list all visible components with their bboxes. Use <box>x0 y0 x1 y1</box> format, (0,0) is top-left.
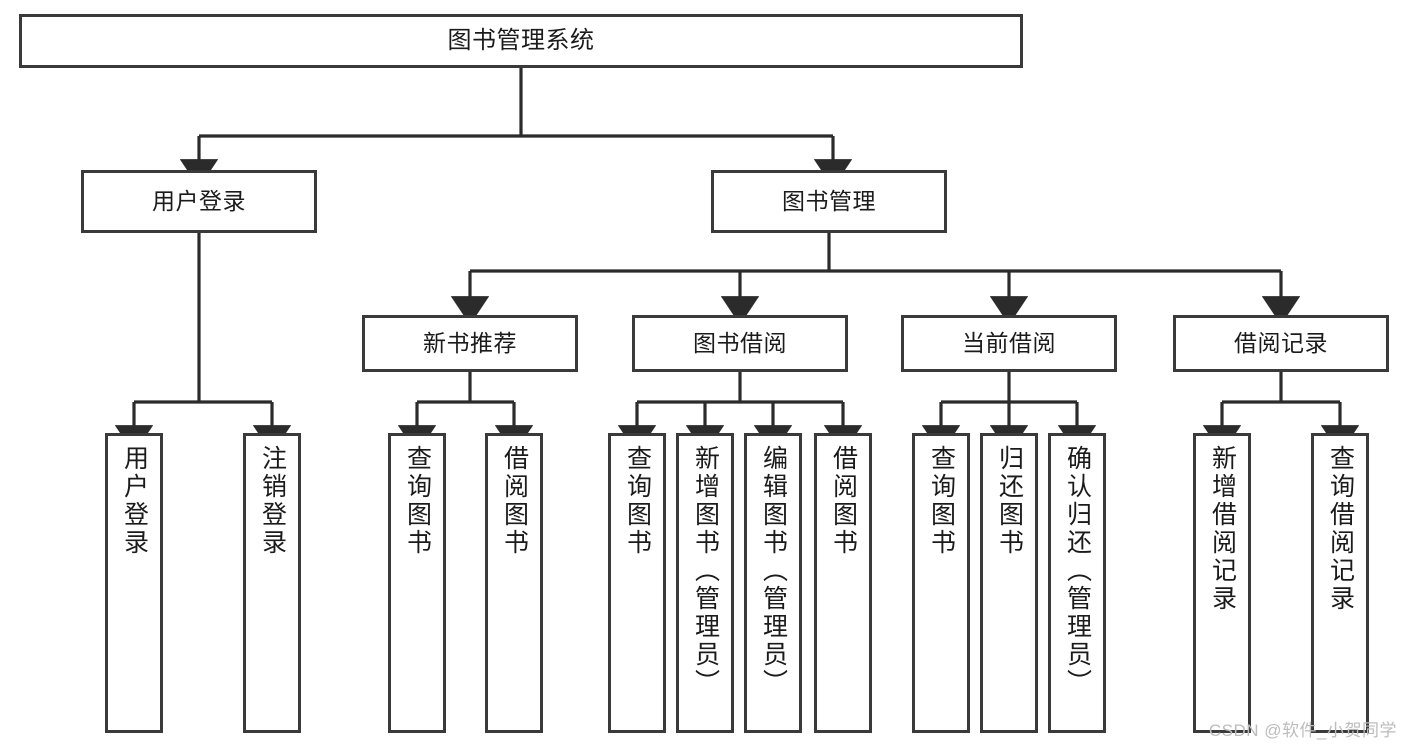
leaf-add-book-label: 新增图书（管理员） <box>691 445 720 697</box>
node-root[interactable]: 图书管理系统 <box>19 14 1023 68</box>
leaf-borrow-book-1-label: 借阅图书 <box>500 445 529 557</box>
leaf-logout-login[interactable]: 注销登录 <box>243 433 301 733</box>
leaf-query-book-2[interactable]: 查询图书 <box>608 433 666 733</box>
leaf-query-book-2-label: 查询图书 <box>623 445 652 557</box>
leaf-query-book-3[interactable]: 查询图书 <box>912 433 970 733</box>
leaf-borrow-book-1[interactable]: 借阅图书 <box>485 433 543 733</box>
node-book-management[interactable]: 图书管理 <box>711 170 947 233</box>
node-new-book-recommend-label: 新书推荐 <box>423 329 517 356</box>
leaf-user-login-label: 用户登录 <box>120 445 149 557</box>
leaf-user-login[interactable]: 用户登录 <box>105 433 163 733</box>
node-book-borrow[interactable]: 图书借阅 <box>632 315 848 372</box>
leaf-confirm-return-label: 确认归还（管理员） <box>1063 445 1092 697</box>
leaf-add-record[interactable]: 新增借阅记录 <box>1193 433 1251 733</box>
leaf-confirm-return[interactable]: 确认归还（管理员） <box>1048 433 1106 733</box>
leaf-query-book-3-label: 查询图书 <box>927 445 956 557</box>
leaf-logout-login-label: 注销登录 <box>258 445 287 557</box>
node-current-borrow-label: 当前借阅 <box>962 329 1056 356</box>
leaf-borrow-book-2[interactable]: 借阅图书 <box>814 433 872 733</box>
leaf-return-book-label: 归还图书 <box>995 445 1024 557</box>
node-root-label: 图书管理系统 <box>447 26 595 54</box>
leaf-query-book-1-label: 查询图书 <box>403 445 432 557</box>
node-current-borrow[interactable]: 当前借阅 <box>901 315 1117 372</box>
node-book-management-label: 图书管理 <box>782 187 876 214</box>
node-user-login-label: 用户登录 <box>152 187 246 214</box>
node-new-book-recommend[interactable]: 新书推荐 <box>362 315 578 372</box>
leaf-return-book[interactable]: 归还图书 <box>980 433 1038 733</box>
node-borrow-record[interactable]: 借阅记录 <box>1173 315 1389 372</box>
leaf-add-record-label: 新增借阅记录 <box>1208 445 1237 613</box>
leaf-edit-book-label: 编辑图书（管理员） <box>759 445 788 697</box>
leaf-borrow-book-2-label: 借阅图书 <box>829 445 858 557</box>
leaf-query-book-1[interactable]: 查询图书 <box>388 433 446 733</box>
leaf-add-book[interactable]: 新增图书（管理员） <box>676 433 734 733</box>
leaf-edit-book[interactable]: 编辑图书（管理员） <box>744 433 802 733</box>
leaf-query-record[interactable]: 查询借阅记录 <box>1311 433 1369 733</box>
node-book-borrow-label: 图书借阅 <box>693 329 787 356</box>
leaf-query-record-label: 查询借阅记录 <box>1326 445 1355 613</box>
watermark: CSDN @软件_小贺同学 <box>1208 721 1397 740</box>
node-user-login[interactable]: 用户登录 <box>81 170 317 233</box>
node-borrow-record-label: 借阅记录 <box>1234 329 1328 356</box>
